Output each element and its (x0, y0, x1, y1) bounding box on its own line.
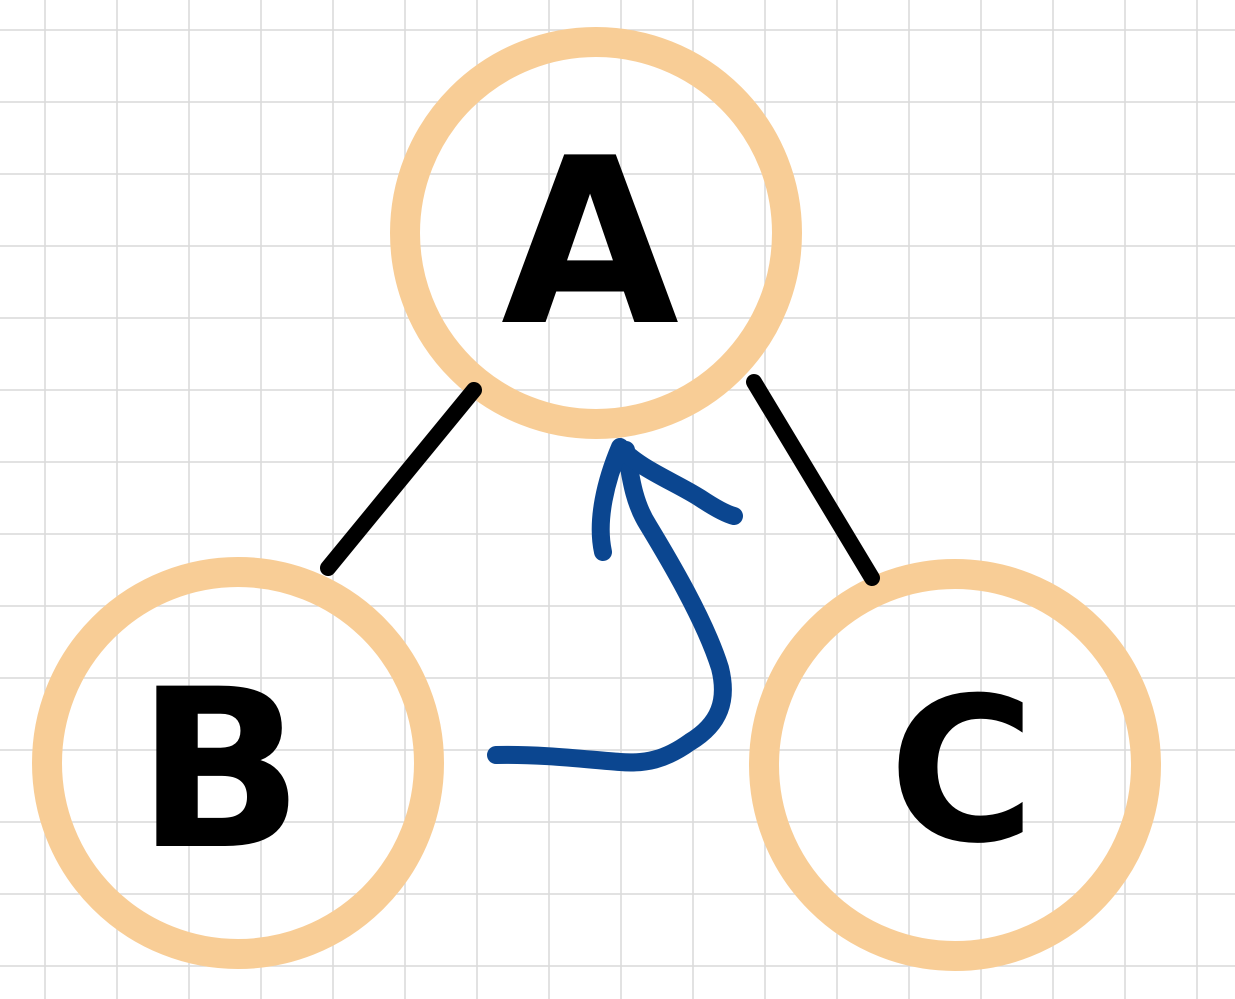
arrow-b-to-a (487, 441, 732, 772)
arrow-head-icon (591, 438, 743, 561)
node-b-circle (32, 557, 444, 969)
node-c-circle (749, 559, 1161, 971)
node-c-label: C (889, 655, 1036, 888)
edge-a-c (746, 374, 880, 586)
node-a-circle (390, 27, 802, 439)
node-a-label: A (501, 110, 679, 377)
node-b-label: B (136, 642, 304, 898)
edge-a-b (320, 382, 482, 576)
